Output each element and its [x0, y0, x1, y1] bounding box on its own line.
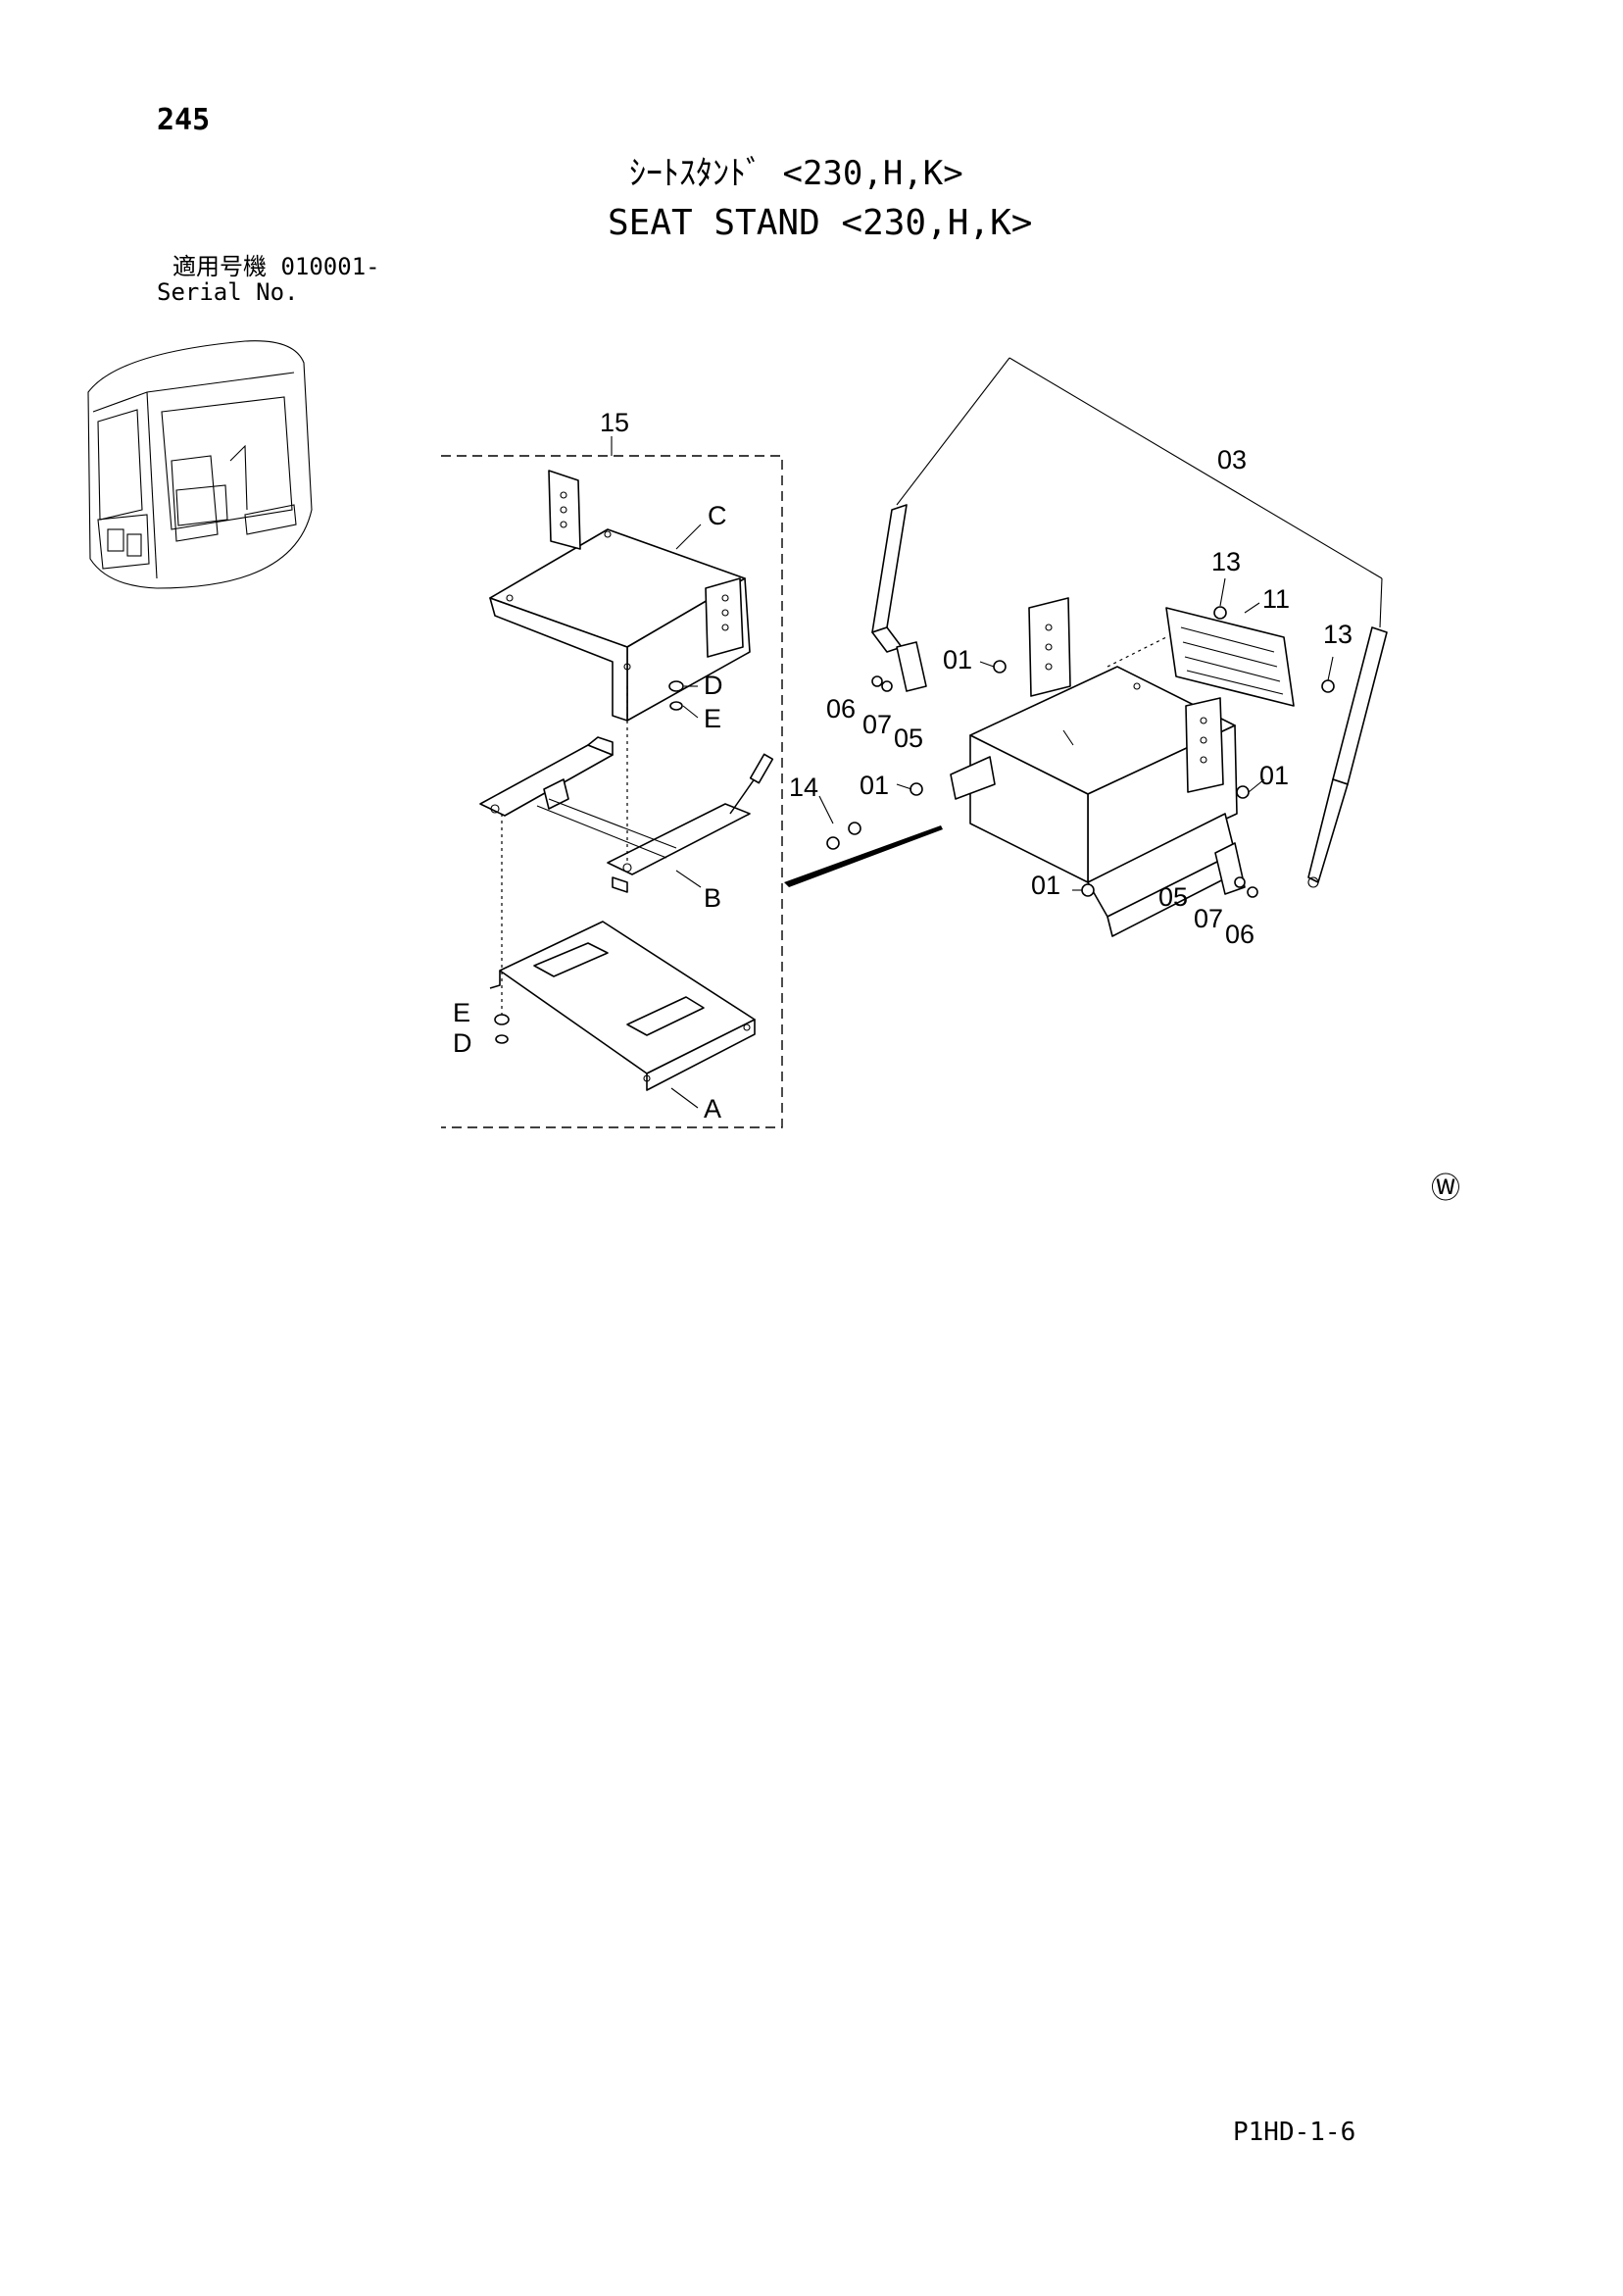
label-b: B: [704, 883, 721, 913]
label-d-upper: D: [704, 671, 723, 700]
label-e-lower: E: [453, 998, 470, 1027]
label-d-lower: D: [453, 1028, 472, 1058]
label-15: 15: [600, 408, 629, 437]
label-05-left: 05: [894, 724, 923, 753]
label-01-mid: 01: [860, 771, 889, 800]
label-06-right: 06: [1225, 920, 1254, 949]
washers-lower: [494, 1014, 510, 1044]
serial-label-english: Serial No.: [157, 278, 299, 306]
label-07-left: 07: [862, 710, 892, 739]
label-01-bottom: 01: [1031, 871, 1060, 900]
label-e-upper: E: [704, 704, 721, 733]
watermark-w-icon: Ⓦ: [1431, 1173, 1460, 1205]
part-b-slide-rails: [479, 736, 774, 893]
label-13-right: 13: [1323, 620, 1352, 649]
label-a: A: [704, 1094, 721, 1123]
label-01-top: 01: [943, 645, 972, 674]
part-11-vent-grille: [1107, 607, 1295, 707]
label-14: 14: [789, 773, 818, 802]
seat-stand-parts-diagram: 15 C D E B E D A 03 13 11 13 01 06 07 05…: [87, 340, 1460, 1205]
label-c: C: [708, 501, 727, 530]
title-english: SEAT STAND <230,H,K>: [608, 203, 1033, 243]
seat-stand-main-assembly: [950, 597, 1238, 937]
label-05-right: 05: [1158, 882, 1188, 912]
part-c-upper-bracket: [489, 470, 751, 722]
assembly-arrow: [784, 825, 943, 887]
label-03: 03: [1217, 445, 1247, 474]
label-07-right: 07: [1194, 904, 1223, 933]
label-01-right: 01: [1259, 761, 1289, 790]
serial-label-japanese: 適用号機 010001-: [172, 253, 380, 280]
washers-upper: [668, 680, 699, 719]
part-a-base-plate: [489, 921, 756, 1091]
part-05-bracket-left: [896, 641, 927, 692]
title-japanese: ｼｰﾄｽﾀﾝﾄﾞ <230,H,K>: [629, 154, 963, 193]
label-11: 11: [1262, 584, 1290, 614]
assembly-15-group: [441, 436, 783, 1128]
label-06-left: 06: [826, 694, 856, 724]
cab-location-thumbnail: [87, 340, 313, 589]
label-13-left: 13: [1211, 547, 1241, 576]
page-number: 245: [157, 103, 211, 137]
footer-page-code: P1HD-1-6: [1233, 2118, 1356, 2147]
part-03-gas-struts: [871, 357, 1388, 888]
bolts-and-fasteners: [826, 606, 1335, 898]
